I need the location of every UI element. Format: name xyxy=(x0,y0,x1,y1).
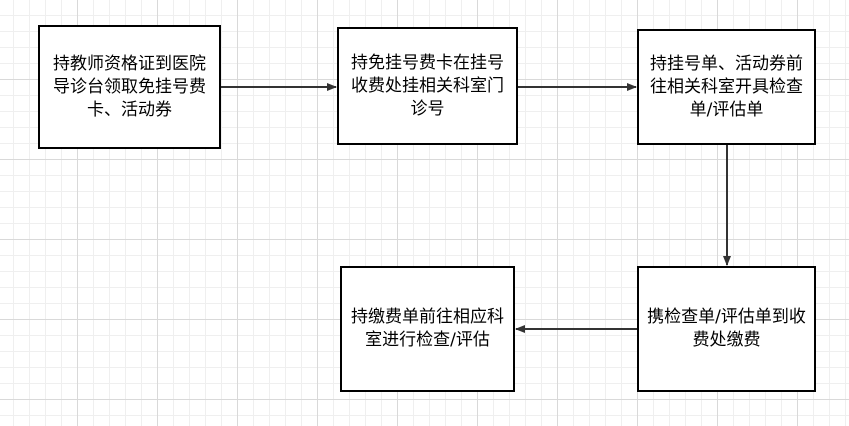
step-3-box: 持挂号单、活动券前往相关科室开具检查单/评估单 xyxy=(637,29,816,145)
step-2-label: 持免挂号费卡在挂号收费处挂相关科室门诊号 xyxy=(351,52,504,119)
step-4-label: 携检查单/评估单到收费处缴费 xyxy=(647,307,806,350)
step-5-label: 持缴费单前往相应科室进行检查/评估 xyxy=(351,307,504,350)
step-3-label: 持挂号单、活动券前往相关科室开具检查单/评估单 xyxy=(650,53,803,120)
step-1-label: 持教师资格证到医院导诊台领取免挂号费卡、活动券 xyxy=(53,53,206,120)
step-2-box: 持免挂号费卡在挂号收费处挂相关科室门诊号 xyxy=(337,27,518,145)
step-4-box: 携检查单/评估单到收费处缴费 xyxy=(637,266,816,392)
step-5-box: 持缴费单前往相应科室进行检查/评估 xyxy=(340,266,515,392)
step-1-box: 持教师资格证到医院导诊台领取免挂号费卡、活动券 xyxy=(38,25,221,149)
